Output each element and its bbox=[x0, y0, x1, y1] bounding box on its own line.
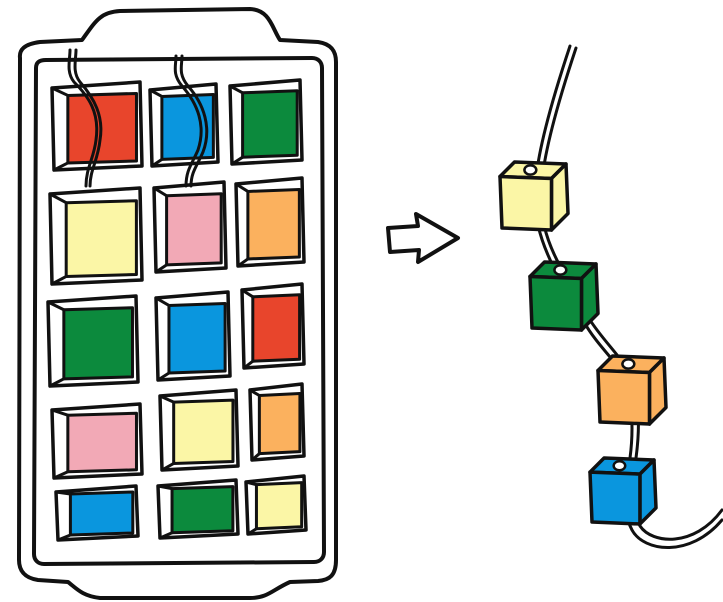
tray-cell-pink bbox=[152, 180, 228, 274]
tray-inner-rim bbox=[32, 56, 326, 566]
tray-cell-blue bbox=[54, 484, 140, 542]
tray-cells bbox=[46, 78, 308, 542]
bead-green bbox=[528, 260, 600, 332]
tray-cell-green bbox=[156, 478, 240, 540]
tray-string-edge bbox=[73, 48, 103, 188]
bead-string bbox=[498, 44, 723, 549]
tray-cell-yellow bbox=[158, 388, 240, 472]
tray-cell-yellow bbox=[244, 474, 308, 536]
tray-string-2 bbox=[173, 54, 203, 188]
bead-blue bbox=[588, 456, 658, 526]
tray-cell-yellow bbox=[48, 186, 144, 286]
bead-yellow bbox=[498, 160, 570, 232]
tray-outline bbox=[17, 7, 338, 600]
tray-cell-pink bbox=[50, 402, 144, 480]
tray-cell-green bbox=[46, 294, 140, 388]
tray-cell-orange bbox=[248, 382, 306, 462]
right-arrow-icon bbox=[386, 212, 460, 264]
bead-tray bbox=[17, 7, 338, 600]
tray-string-2-edge bbox=[179, 54, 209, 188]
tray-cell-orange bbox=[234, 176, 306, 268]
string-beads bbox=[498, 160, 668, 526]
tray-string bbox=[67, 48, 99, 188]
bead-orange bbox=[596, 354, 668, 426]
tray-cell-blue bbox=[154, 290, 232, 382]
tray-cell-red bbox=[240, 282, 306, 370]
tray-cell-green bbox=[228, 78, 304, 166]
